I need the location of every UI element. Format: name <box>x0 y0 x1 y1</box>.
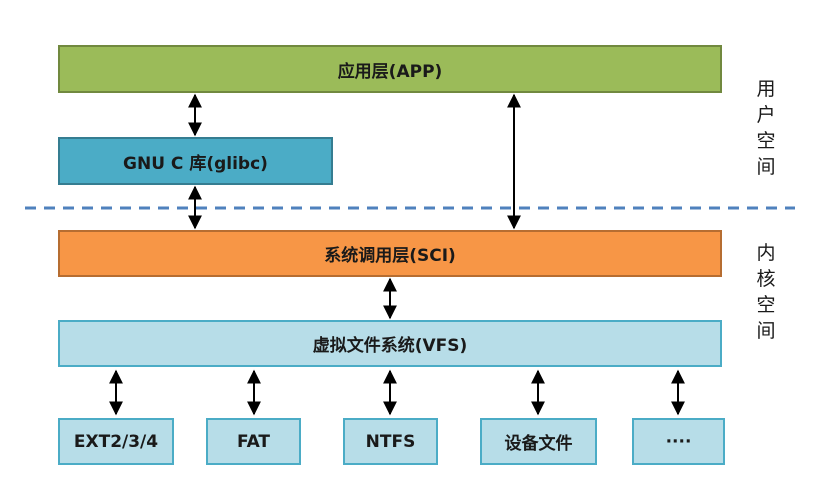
glibc-label: GNU C 库(glibc) <box>123 153 268 174</box>
app-layer-box: 应用层(APP) <box>58 45 722 93</box>
fs-box-ext: EXT2/3/4 <box>58 418 174 465</box>
fs-box-ntfs: NTFS <box>343 418 438 465</box>
fs-label-device-files: 设备文件 <box>504 434 573 454</box>
kernel-space-label: 内核空间 <box>756 242 776 342</box>
vfs-label: 虚拟文件系统(VFS) <box>312 336 468 356</box>
glibc-box: GNU C 库(glibc) <box>58 137 333 185</box>
app-layer-label: 应用层(APP) <box>337 61 443 82</box>
fs-label-ntfs: NTFS <box>365 431 416 452</box>
fs-label-fat: FAT <box>236 431 271 452</box>
vfs-box: 虚拟文件系统(VFS) <box>58 320 722 367</box>
sci-layer-label: 系统调用层(SCI) <box>324 246 456 266</box>
fs-box-more: ···· <box>632 418 725 465</box>
fs-label-ext: EXT2/3/4 <box>73 431 159 452</box>
fs-box-device-files: 设备文件 <box>480 418 597 465</box>
user-space-label: 用户空间 <box>756 78 776 178</box>
sci-layer-box: 系统调用层(SCI) <box>58 230 722 277</box>
fs-label-more: ···· <box>665 431 692 452</box>
fs-box-fat: FAT <box>206 418 301 465</box>
